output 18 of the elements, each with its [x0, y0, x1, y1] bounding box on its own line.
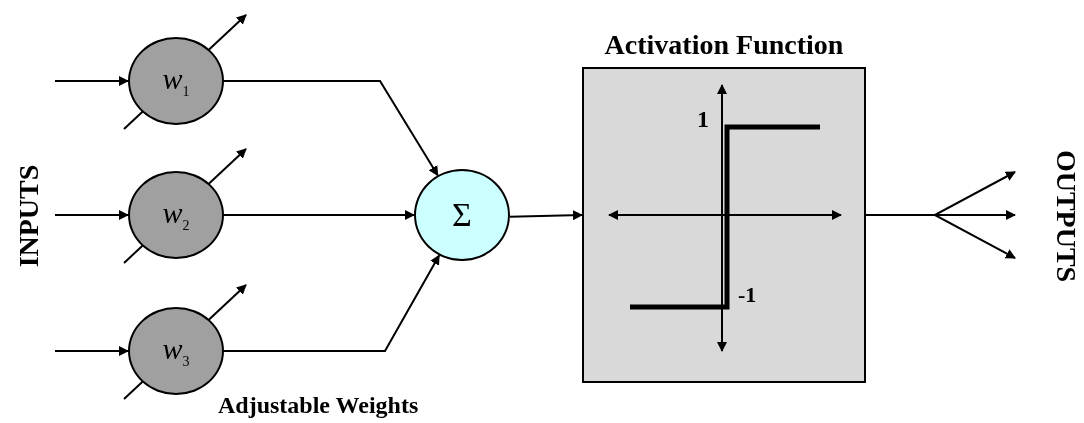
caption-label: Adjustable Weights: [218, 392, 419, 419]
arrow: [223, 210, 415, 220]
weight-label: w$_{2}$: [162, 196, 190, 234]
arrow: [223, 254, 441, 352]
arrow: [508, 210, 583, 221]
box-title: Activation Function: [603, 29, 845, 61]
sigma-symbol: Σ: [452, 196, 472, 234]
tick-label: -1: [738, 282, 757, 308]
weight-label: w$_{1}$: [162, 62, 190, 100]
tick-label: 1: [697, 106, 709, 133]
axis-title: INPUTS: [13, 164, 46, 268]
arrow: [865, 214, 1016, 259]
arrow: [54, 346, 129, 356]
axis-title: OUTPUTS: [1050, 149, 1083, 283]
arrow: [223, 80, 439, 177]
arrow: [54, 76, 129, 86]
arrow: [54, 210, 129, 220]
weight-label: w$_{3}$: [162, 332, 190, 370]
